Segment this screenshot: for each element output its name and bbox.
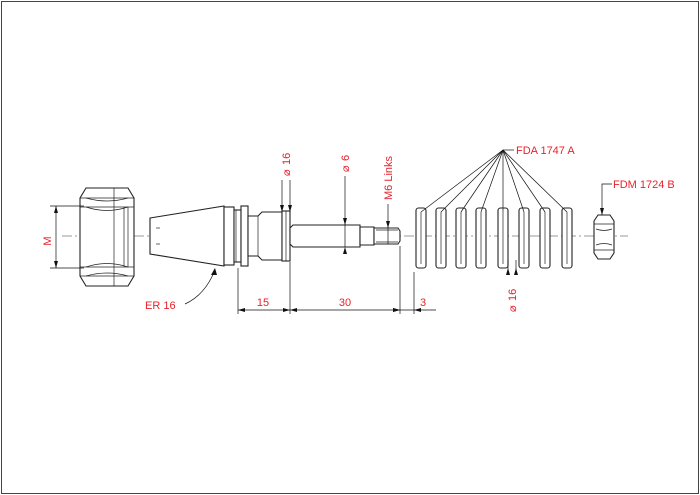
- collet-holder: [149, 205, 401, 267]
- svg-text:6: 6: [340, 155, 352, 161]
- leader-er16: [184, 269, 216, 305]
- svg-text:⌀: ⌀: [281, 169, 293, 176]
- label-dia16-top: ⌀ 16: [281, 153, 293, 176]
- collet-rings: [415, 207, 573, 269]
- svg-text:16: 16: [507, 289, 519, 301]
- label-er16: ER 16: [145, 300, 176, 312]
- svg-text:16: 16: [281, 153, 293, 165]
- svg-text:⌀: ⌀: [507, 305, 519, 312]
- dimension-m6: [386, 204, 390, 244]
- leader-fdm: [601, 183, 612, 215]
- small-hex-nut: [593, 214, 615, 260]
- label-dim-30: 30: [339, 297, 351, 309]
- label-dia6: ⌀ 6: [340, 155, 352, 172]
- collet-nut: [79, 187, 135, 287]
- dimension-dia16-bottom: [506, 260, 518, 275]
- fda-leaders: [420, 149, 568, 213]
- dimension-dia16-top: [280, 180, 292, 212]
- label-dia16-bottom: ⌀ 16: [507, 289, 519, 312]
- dimension-m: [50, 205, 84, 269]
- svg-text:⌀: ⌀: [340, 165, 352, 172]
- label-m: M: [42, 236, 54, 245]
- label-dim-15: 15: [257, 297, 269, 309]
- label-m6-links: M6 Links: [383, 155, 395, 200]
- dimension-bottom: [237, 246, 436, 314]
- label-fdm: FDM 1724 B: [613, 179, 675, 191]
- label-dim-3: 3: [420, 297, 426, 309]
- dimension-dia6: [343, 176, 347, 254]
- label-fda: FDA 1747 A: [516, 145, 575, 157]
